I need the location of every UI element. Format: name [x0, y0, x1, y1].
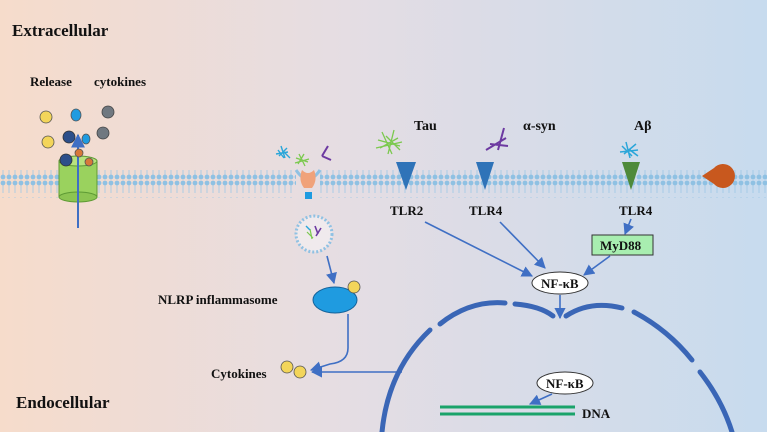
endocellular-label: Endocellular [16, 393, 110, 412]
endocytosis-receptor [300, 170, 316, 199]
tau-fibril-icon [375, 129, 403, 155]
cytokine-icon [81, 133, 91, 145]
inflammasome-cytokine-icon [347, 280, 361, 294]
fibril-icon [294, 153, 310, 167]
cytokine-icon [41, 135, 55, 149]
tlr2-to-nfkb-arrow [424, 221, 533, 277]
asyn-fibril-icon [485, 127, 509, 151]
release-cytokines-label: cytokines [94, 74, 146, 89]
abeta-label: Aβ [634, 119, 652, 134]
cytokine-icon [84, 157, 94, 167]
tau-label: Tau [414, 119, 437, 134]
cytokine-icon [293, 365, 307, 379]
fibril-icon [275, 145, 291, 159]
nlrp-inflammasome-icon [312, 286, 358, 314]
tlr4-abeta-label: TLR4 [619, 203, 653, 218]
fibril-icon [321, 145, 332, 161]
extracellular-label: Extracellular [12, 21, 109, 40]
cytokine-dots [39, 105, 115, 167]
cytokine-icon [101, 105, 115, 119]
nucleus-envelope [379, 300, 735, 432]
cytokine-icon [39, 110, 53, 124]
nfkb-to-dna-arrow [528, 393, 553, 405]
myd88-label: MyD88 [600, 238, 642, 253]
inflammasome-to-cytokines-arrow [309, 314, 349, 373]
dna-strands [440, 405, 575, 416]
cytokine-icon [280, 360, 294, 374]
aggregate-cluster [275, 145, 332, 167]
nlrp-label: NLRP inflammasome [158, 292, 278, 307]
tlr4-label: TLR4 [469, 203, 503, 218]
myd88-box [591, 234, 654, 256]
abeta-fibril-icon [619, 141, 639, 159]
tlr4-to-nfkb-arrow [499, 221, 546, 269]
asyn-label: α-syn [523, 119, 556, 134]
nfkb-cytoplasm-node [531, 271, 589, 295]
tlr4-to-myd88-arrow [623, 218, 634, 236]
cytokines-output-label: Cytokines [211, 366, 267, 381]
nfkb-cytoplasm-label: NF-κB [541, 276, 579, 291]
dna-label: DNA [582, 406, 611, 421]
cytokine-icon [96, 126, 110, 140]
nfkb-nucleus-label: NF-κB [546, 376, 584, 391]
cytokine-icon [59, 153, 73, 167]
vesicle-to-inflammasome-arrow [326, 255, 337, 285]
cytokine-icon [74, 148, 84, 158]
cytokine-icon [70, 108, 82, 122]
myd88-to-nfkb-arrow [583, 255, 611, 276]
tlr2-receptor-icon [396, 162, 416, 190]
cell-membrane [0, 169, 767, 198]
release-label: Release [30, 74, 72, 89]
vesicle-icon [294, 214, 334, 254]
tlr4-abeta-receptor-icon [622, 162, 640, 190]
tlr4-receptor-icon [476, 162, 494, 190]
pacman-icon [702, 164, 735, 188]
nfkb-nucleus-node [536, 371, 594, 395]
cytokine-icon [62, 130, 76, 144]
tlr2-label: TLR2 [390, 203, 423, 218]
